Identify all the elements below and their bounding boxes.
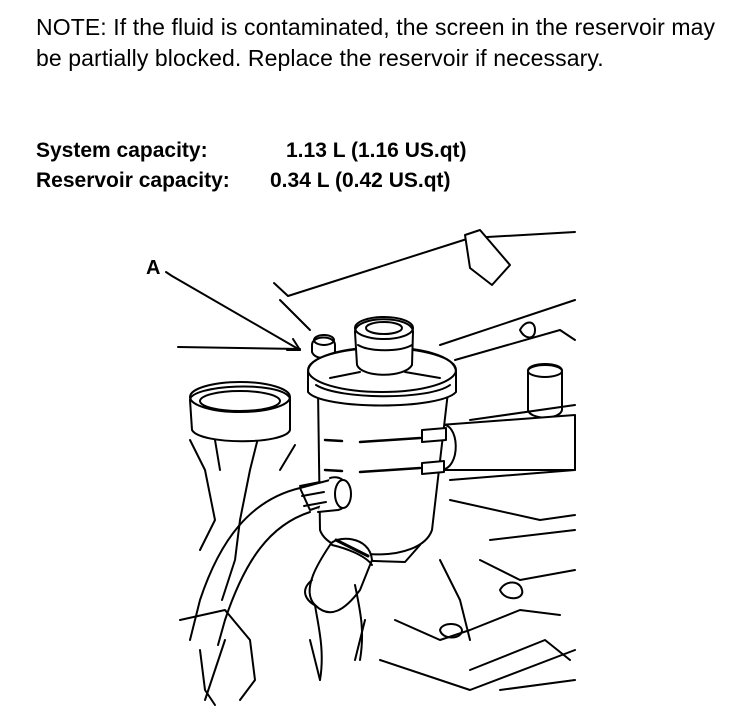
callout-leader bbox=[165, 271, 301, 351]
left-hose bbox=[189, 487, 311, 646]
callout-label-a: A bbox=[146, 257, 161, 279]
note-lead: NOTE: bbox=[36, 14, 107, 40]
reservoir-capacity-label: Reservoir capacity: bbox=[36, 169, 230, 192]
filler-pipe bbox=[189, 381, 291, 443]
upper-hose bbox=[439, 414, 576, 471]
spec-row-reservoir: Reservoir capacity: 0.34 L (0.42 US.qt) bbox=[36, 166, 467, 196]
lower-hose bbox=[304, 537, 373, 681]
note-text: If the fluid is contaminated, the screen… bbox=[36, 14, 716, 71]
note-paragraph: NOTE: If the fluid is contaminated, the … bbox=[36, 12, 716, 74]
capacity-specs: System capacity: 1.13 L (1.16 US.qt) Res… bbox=[36, 136, 467, 196]
reservoir-body bbox=[307, 316, 457, 563]
mounting-bolt bbox=[311, 334, 336, 359]
reservoir-capacity-value: 0.34 L (0.42 US.qt) bbox=[270, 169, 451, 192]
system-capacity-value: 1.13 L (1.16 US.qt) bbox=[286, 139, 467, 162]
engine-frame-lines bbox=[177, 229, 576, 706]
system-capacity-label: System capacity: bbox=[36, 139, 208, 162]
outlet-hose-clamp bbox=[299, 476, 352, 513]
spec-row-system: System capacity: 1.13 L (1.16 US.qt) bbox=[36, 136, 467, 166]
